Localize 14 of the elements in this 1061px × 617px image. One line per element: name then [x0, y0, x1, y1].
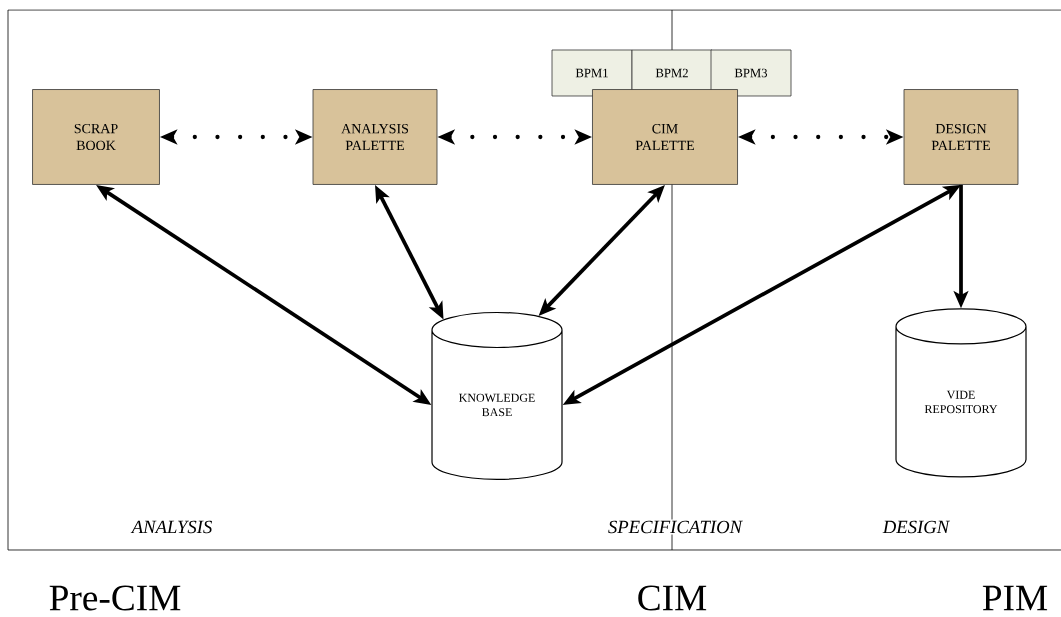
phase-label: DESIGN — [881, 519, 951, 535]
palette-box: SCRAP BOOK — [32, 89, 160, 185]
palette-box: CIM PALETTE — [592, 89, 738, 185]
level-label: Pre-CIM — [49, 585, 181, 611]
level-label: PIM — [982, 585, 1048, 611]
bpm-box: BPM1 — [551, 49, 633, 97]
palette-box: ANALYSIS PALETTE — [312, 89, 438, 185]
database-cylinder: KNOWLEDGE BASE — [431, 311, 563, 480]
database-cylinder: VIDE REPOSITORY — [895, 308, 1027, 478]
phase-label: ANALYSIS — [130, 519, 214, 535]
bpm-box: BPM3 — [710, 49, 792, 97]
palette-box: DESIGN PALETTE — [903, 89, 1019, 185]
phase-label: SPECIFICATION — [606, 519, 744, 535]
level-label: CIM — [638, 585, 707, 611]
